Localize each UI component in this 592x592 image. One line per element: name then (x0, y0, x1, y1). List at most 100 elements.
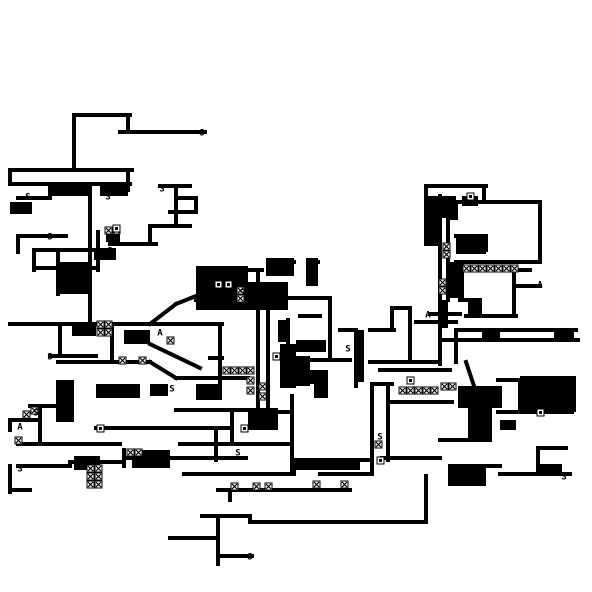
crossed-box-icon (494, 264, 503, 273)
crossed-box-stroke (95, 473, 102, 480)
crossed-box-stroke (87, 473, 94, 480)
crossed-box-stroke (95, 481, 102, 488)
crossed-box-stroke (443, 251, 450, 258)
crossed-box-icon (442, 250, 451, 259)
room-block (468, 408, 490, 440)
room-block (150, 384, 168, 396)
crossed-box-stroke (423, 387, 430, 394)
crossed-box-stroke (487, 265, 494, 272)
crossed-box-stroke (167, 337, 174, 344)
crossed-box-stroke (105, 227, 112, 234)
crossed-box-icon (340, 480, 349, 489)
crossed-box-icon (448, 382, 457, 391)
room-block (354, 330, 364, 382)
crossed-box-icon (104, 328, 113, 337)
s-marker: S (33, 409, 38, 419)
crossed-box-stroke (463, 265, 470, 272)
crossed-box-icon (406, 386, 415, 395)
crossed-box-icon (398, 386, 407, 395)
boxed-dot-icon (272, 352, 281, 361)
crossed-box-icon (94, 472, 103, 481)
boxed-dot-icon (112, 224, 121, 233)
room-block (96, 384, 140, 398)
crossed-box-stroke (479, 265, 486, 272)
crossed-box-icon (510, 264, 519, 273)
crossed-box-stroke (231, 483, 238, 490)
crossed-box-stroke (439, 287, 446, 294)
crossed-box-icon (118, 356, 127, 365)
crossed-box-stroke (247, 367, 254, 374)
room-block (426, 196, 440, 246)
boxed-dot-center (227, 283, 230, 286)
crossed-box-icon (86, 464, 95, 473)
s-marker: S (561, 473, 566, 483)
crossed-box-icon (258, 392, 267, 401)
crossed-box-icon (238, 366, 247, 375)
room-block (458, 386, 502, 408)
crossed-box-icon (30, 406, 39, 415)
s-marker: S (247, 553, 252, 563)
crossed-box-icon (478, 264, 487, 273)
room-block (520, 376, 576, 412)
crossed-box-icon (14, 436, 23, 445)
crossed-box-icon (246, 366, 255, 375)
corridor-wall (147, 359, 179, 381)
s-marker: S (235, 449, 240, 459)
crossed-box-stroke (313, 481, 320, 488)
crossed-box-icon (94, 480, 103, 489)
s-marker: S (377, 433, 382, 443)
room-block (296, 458, 360, 470)
crossed-box-stroke (95, 465, 102, 472)
s-marker: S (239, 289, 244, 299)
crossed-box-icon (246, 386, 255, 395)
crossed-box-icon (422, 386, 431, 395)
crossed-box-icon (166, 336, 175, 345)
room-block (286, 356, 310, 386)
crossed-box-stroke (431, 387, 438, 394)
crossed-box-icon (22, 410, 31, 419)
crossed-box-icon (236, 294, 245, 303)
corridor-wall (147, 341, 203, 371)
crossed-box-stroke (237, 287, 244, 294)
crossed-box-stroke (23, 411, 30, 418)
room-block (500, 420, 516, 430)
room-block (48, 186, 92, 196)
corridor-wall (147, 301, 179, 327)
crossed-box-stroke (247, 377, 254, 384)
s-marker: S (105, 193, 110, 203)
s-marker: S (107, 247, 112, 257)
crossed-box-icon (442, 242, 451, 251)
boxed-dot-center (115, 227, 118, 230)
crossed-box-stroke (511, 265, 518, 272)
crossed-box-stroke (247, 387, 254, 394)
crossed-box-stroke (341, 481, 348, 488)
corridor-wall (463, 359, 477, 389)
crossed-box-icon (470, 264, 479, 273)
crossed-box-stroke (439, 279, 446, 286)
crossed-box-icon (230, 366, 239, 375)
crossed-box-stroke (135, 449, 142, 456)
crossed-box-stroke (253, 483, 260, 490)
crossed-box-stroke (31, 407, 38, 414)
room-block (248, 408, 278, 430)
room-block (440, 300, 448, 328)
room-block (266, 258, 294, 276)
crossed-box-stroke (259, 393, 266, 400)
boxed-dot-icon (224, 280, 233, 289)
boxed-dot-center (243, 427, 246, 430)
s-marker: S (441, 311, 446, 321)
crossed-box-icon (96, 328, 105, 337)
crossed-box-stroke (105, 329, 112, 336)
room-block (448, 466, 486, 486)
s-marker: S (159, 185, 164, 195)
crossed-box-icon (86, 472, 95, 481)
crossed-box-icon (440, 382, 449, 391)
crossed-box-stroke (259, 383, 266, 390)
room-block (278, 320, 288, 342)
room-block (56, 262, 88, 294)
crossed-box-stroke (375, 441, 382, 448)
a-marker: A (537, 281, 543, 291)
boxed-dot-icon (406, 376, 415, 385)
crossed-box-icon (438, 278, 447, 287)
